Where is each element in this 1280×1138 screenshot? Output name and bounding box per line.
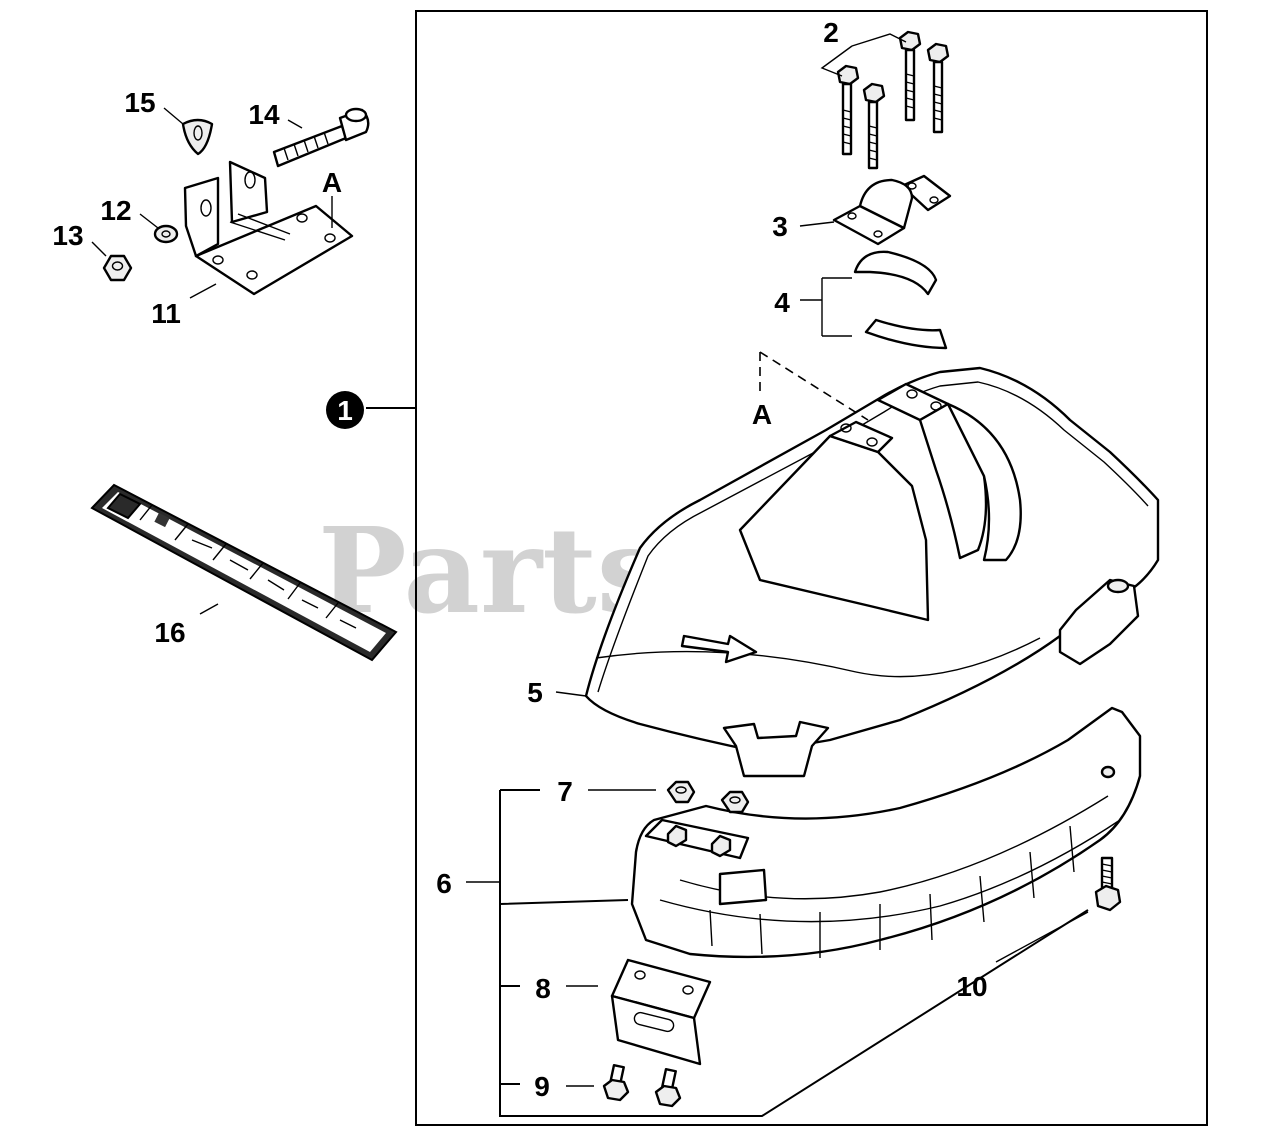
callout-16: 16 xyxy=(154,617,185,648)
callout-3: 3 xyxy=(772,211,788,242)
callout-10: 10 xyxy=(956,971,987,1002)
ref-a-bracket: A xyxy=(322,167,342,198)
callout-11: 11 xyxy=(151,298,181,329)
guard-extension-part[interactable] xyxy=(630,706,1142,959)
callout-14: 14 xyxy=(248,99,280,130)
clamp-liner-part[interactable] xyxy=(853,250,948,350)
bolt-2-part[interactable] xyxy=(836,30,950,170)
assembly-frame xyxy=(415,10,1208,1126)
callout-7: 7 xyxy=(557,776,573,807)
callout-1: 1 xyxy=(337,395,353,426)
callout-8: 8 xyxy=(535,973,551,1004)
callout-4: 4 xyxy=(774,287,790,318)
plate-part[interactable] xyxy=(610,958,712,1066)
nut-13-part[interactable] xyxy=(102,254,133,282)
callout-6: 6 xyxy=(436,868,452,899)
nut-7-part[interactable] xyxy=(666,780,750,814)
callout-5: 5 xyxy=(527,677,543,708)
screw-9-part[interactable] xyxy=(602,1063,682,1108)
washer-12-part[interactable] xyxy=(153,224,179,244)
callout-13: 13 xyxy=(52,220,83,251)
bolt-group xyxy=(820,30,950,170)
callout-12: 12 xyxy=(100,195,131,226)
callout-9: 9 xyxy=(534,1071,550,1102)
assembly-callout-circle xyxy=(326,391,364,429)
bolt-14-part[interactable] xyxy=(272,107,370,168)
callout-15: 15 xyxy=(124,87,155,118)
callout-2: 2 xyxy=(823,17,839,48)
clamp-part[interactable] xyxy=(832,174,952,246)
guard-part[interactable] xyxy=(584,366,1160,778)
washer-15-part[interactable] xyxy=(181,118,214,156)
bracket-part[interactable] xyxy=(183,160,354,296)
bracket-group xyxy=(91,107,370,299)
ref-a-guard: A xyxy=(752,399,772,430)
screw-10-part[interactable] xyxy=(1094,856,1122,912)
extension-kit-bracket xyxy=(499,790,1089,1117)
safety-label-part[interactable] xyxy=(90,483,398,662)
